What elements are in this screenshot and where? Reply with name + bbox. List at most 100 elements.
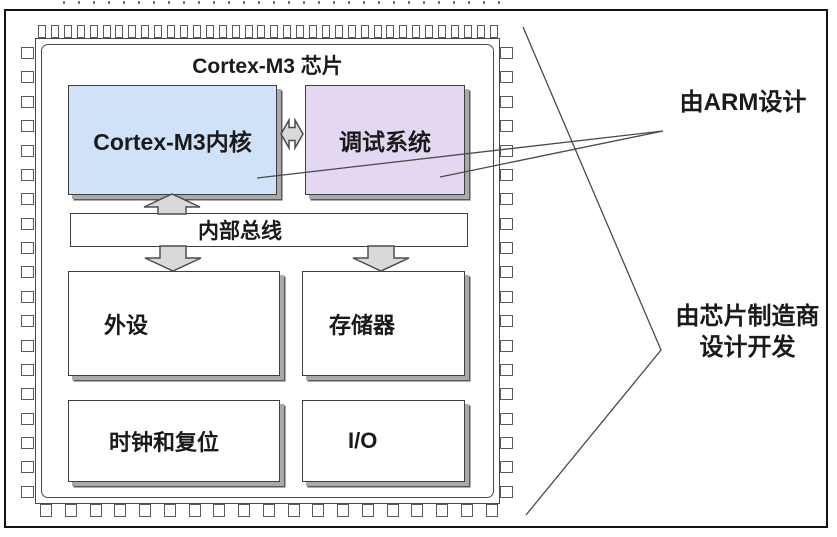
chip-pin — [500, 388, 513, 401]
chip-pin — [386, 25, 395, 38]
chip-pin — [21, 242, 34, 254]
chip-pin — [500, 412, 513, 425]
chip-pin — [21, 217, 34, 230]
chip-pin — [21, 437, 34, 449]
chip-pin — [115, 25, 124, 38]
chip-pin — [21, 144, 34, 157]
chip-pin — [425, 25, 434, 38]
chip-pin — [500, 144, 513, 157]
chip-pin — [500, 315, 513, 328]
chip-pin — [139, 504, 152, 517]
chip-pin — [213, 504, 226, 517]
internal-bus-label: 内部总线 — [198, 220, 282, 243]
chip-pin — [21, 193, 34, 206]
chip-pin — [40, 504, 52, 517]
chip-pin — [500, 266, 513, 279]
clock-reset-block: 时钟和复位 — [68, 400, 280, 482]
memory-label: 存储器 — [329, 312, 396, 338]
chip-pin — [489, 25, 498, 38]
chip-pin — [287, 504, 300, 517]
chip-pin — [500, 168, 513, 181]
chip-pin — [188, 504, 201, 517]
chip-pin — [312, 504, 325, 517]
arm-annotation: 由ARM设计 — [679, 89, 807, 116]
chip-title: Cortex-M3 芯片 — [192, 55, 343, 78]
chip-pin — [451, 25, 459, 38]
chip-pin — [205, 25, 214, 38]
chip-pin — [21, 461, 34, 474]
chip-pin — [412, 25, 421, 38]
chip-pin — [76, 25, 85, 38]
chip-pin — [500, 437, 513, 449]
chip-pin — [309, 25, 318, 38]
chip-pin — [21, 168, 34, 181]
chip-pin — [500, 120, 513, 133]
chip-pin — [64, 504, 77, 517]
chip-pin — [500, 193, 513, 206]
chip-pin — [128, 25, 137, 38]
chip-pin — [337, 504, 350, 517]
chip-pin — [21, 315, 34, 328]
chip-pin — [179, 25, 188, 38]
chip-pins-top — [38, 25, 498, 38]
chip-pin — [21, 120, 34, 133]
chip-pin — [21, 485, 34, 498]
chip-pin — [500, 363, 513, 376]
chip-pin — [218, 25, 227, 38]
chip-pin — [262, 504, 275, 517]
chip-pin — [21, 71, 34, 84]
chip-pin — [21, 412, 34, 425]
chip-pin — [102, 25, 111, 38]
debug-system-label: 调试系统 — [339, 129, 431, 155]
chip-pin — [257, 25, 266, 38]
chip-pin — [500, 95, 513, 108]
chip-pin — [500, 217, 513, 230]
chip-pin — [463, 25, 472, 38]
chip-pin — [283, 25, 292, 38]
chip-pin — [141, 25, 150, 38]
core-label: Cortex-M3内核 — [93, 129, 252, 155]
chip-pin — [238, 504, 251, 517]
chip-pin — [21, 290, 34, 303]
chip-pin — [438, 25, 447, 38]
chip-pin — [21, 47, 34, 59]
chip-pin — [411, 504, 424, 517]
chip-pin — [163, 504, 176, 517]
chip-pin — [461, 504, 474, 517]
io-label: I/O — [348, 428, 378, 453]
chip-pin — [436, 504, 449, 517]
chip-pin — [244, 25, 253, 38]
chip-pin — [114, 504, 127, 517]
manufacturer-annotation-line1: 由芯片制造商 — [675, 303, 820, 330]
chip-pin — [63, 25, 72, 38]
chip-pin — [485, 504, 498, 517]
chip-pin — [192, 25, 201, 38]
peripherals-block: 外设 — [68, 271, 280, 376]
chip-pin — [500, 290, 513, 303]
manufacturer-annotation-line2: 设计开发 — [699, 334, 796, 361]
debug-system-block: 调试系统 — [305, 85, 465, 195]
chip-pin — [38, 25, 46, 38]
chip-pin — [21, 95, 34, 108]
memory-block: 存储器 — [302, 271, 465, 376]
chip-pins-bottom — [40, 504, 498, 517]
chip-pin — [89, 504, 102, 517]
clock-reset-label: 时钟和复位 — [109, 430, 220, 455]
chip-pin — [21, 266, 34, 279]
chip-pin — [21, 339, 34, 352]
cropped-text-fragments — [63, 1, 503, 4]
chip-pin — [231, 25, 240, 38]
chip-pin — [50, 25, 59, 38]
chip-pin — [89, 25, 98, 38]
chip-pin — [500, 242, 513, 254]
chip-pin — [500, 485, 513, 498]
chip-pin — [386, 504, 399, 517]
peripherals-label: 外设 — [104, 312, 149, 338]
chip-pin — [270, 25, 279, 38]
chip-pin — [399, 25, 408, 38]
chip-pins-left — [21, 47, 34, 498]
manufacturer-annotation: 由芯片制造商 设计开发 — [670, 301, 825, 363]
chip-pin — [360, 25, 369, 38]
chip-pin — [373, 25, 382, 38]
